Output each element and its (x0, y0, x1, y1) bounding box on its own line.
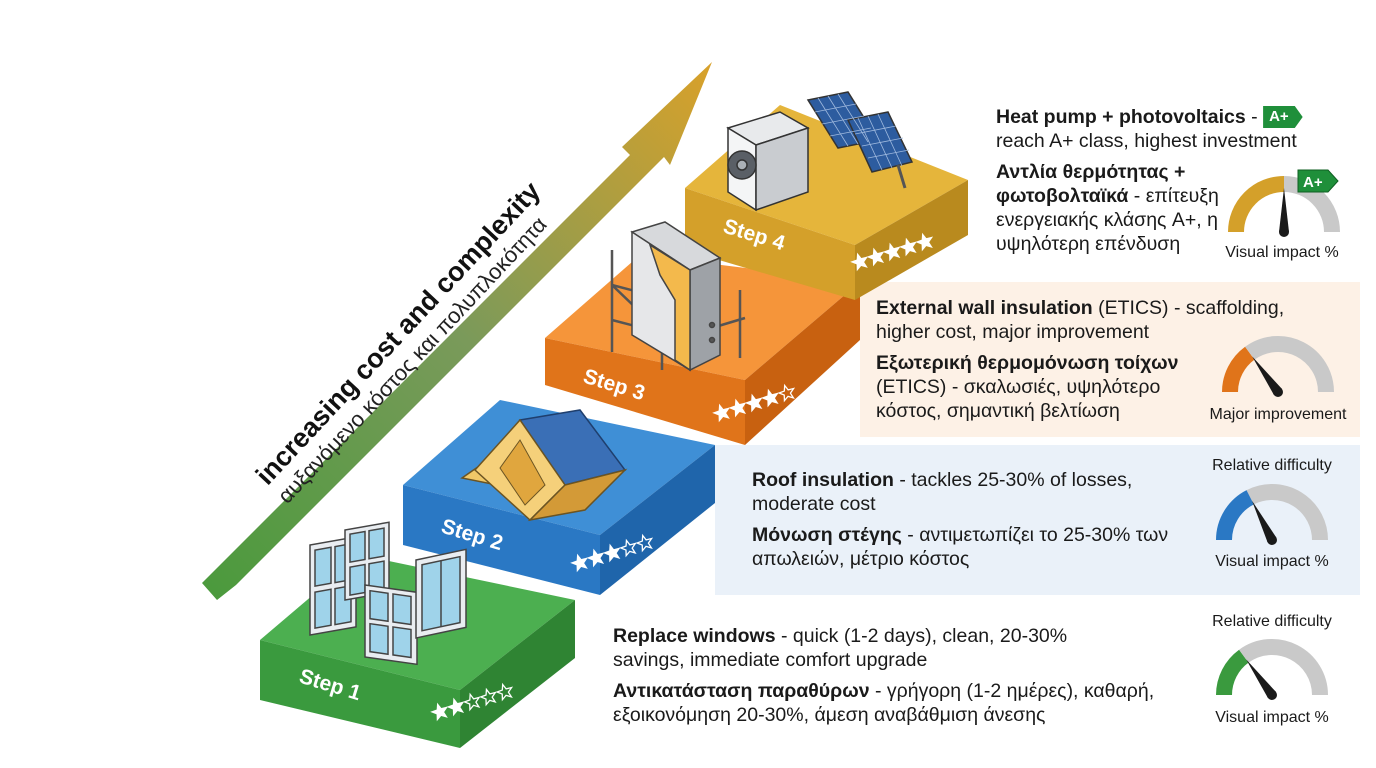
star-empty-icon (462, 692, 481, 712)
step-3-gr-title: Εξωτερική θερμομόνωση τοίχων (876, 352, 1179, 374)
step-4-gauge-bottom-label: Visual impact % (1225, 244, 1339, 261)
step-2-panel-bg (715, 445, 1360, 595)
a-plus-badge-gauge: A+ (1297, 169, 1339, 193)
star-filled-icon (744, 393, 763, 413)
step-4-gr: Αντλία θερμότητας + φωτοβολταϊκά - επίτε… (996, 161, 1219, 255)
star-empty-icon (635, 533, 654, 553)
step-2-gr: Μόνωση στέγης - αντιμετωπίζει το 25-30% … (752, 524, 1169, 570)
step-4-description: Heat pump + photovoltaics - A+reach A+ c… (996, 105, 1336, 263)
step-1-rating-stars (430, 682, 514, 722)
gauge-needle-icon (1246, 659, 1277, 698)
star-filled-icon (760, 388, 779, 408)
step-4-gr-title: Αντλία θερμότητας + φωτοβολταϊκά (996, 161, 1186, 207)
step-1-gauge (1216, 639, 1328, 700)
star-empty-icon (495, 682, 514, 702)
step-2-gauge-bottom-label: Visual impact % (1215, 553, 1329, 570)
gauge-needle-icon (1279, 188, 1289, 232)
gauge-hub (1273, 387, 1283, 397)
gauge-fill-arc (1216, 490, 1255, 541)
star-filled-icon (898, 237, 917, 257)
step-1-gauge-bottom-label: Visual impact % (1215, 709, 1329, 726)
step-2-gauge-top-label: Relative difficulty (1212, 457, 1332, 474)
step-3-gauge-bottom-label: Major improvement (1209, 406, 1347, 423)
step-3-panel-bg (860, 282, 1360, 437)
star-empty-icon (777, 383, 796, 403)
gauge-hub (1279, 227, 1289, 237)
step-3-en-title: External wall insulation (876, 297, 1093, 319)
gauge-hub (1267, 690, 1277, 700)
step-4-rating-stars (850, 232, 934, 272)
gauge-track-arc (1245, 336, 1334, 393)
star-filled-icon (866, 247, 885, 267)
gauge-fill-arc (1222, 346, 1255, 393)
step-4-en-title: Heat pump + photovoltaics (996, 106, 1246, 128)
star-filled-icon (446, 697, 465, 717)
step-1-en-title: Replace windows (613, 625, 776, 647)
windows-illustration (309, 521, 467, 666)
star-filled-icon (602, 543, 621, 563)
step-2-en-title: Roof insulation (752, 469, 894, 491)
star-filled-icon (728, 398, 747, 418)
step-3-gauge (1222, 336, 1334, 397)
step-4-en: Heat pump + photovoltaics - A+reach A+ c… (996, 105, 1336, 153)
step-1-gr: Αντικατάσταση παραθύρων - γρήγορη (1-2 η… (613, 680, 1155, 726)
wall-insulation-illustration (610, 221, 746, 372)
gauge-needle-icon (1252, 500, 1277, 543)
step-2-gr-title: Μόνωση στέγης (752, 524, 902, 546)
step-2-en: Roof insulation - tackles 25-30% of loss… (752, 469, 1133, 515)
step-3-gr: Εξωτερική θερμομόνωση τοίχων (ETICS) - σ… (876, 352, 1179, 422)
a-plus-badge: A+ (1263, 106, 1303, 128)
star-filled-icon (586, 548, 605, 568)
gauge-track-arc (1246, 484, 1328, 541)
gauge-track-arc (1283, 176, 1340, 233)
star-filled-icon (430, 702, 449, 722)
step-1-gr-title: Αντικατάσταση παραθύρων (613, 680, 870, 702)
star-empty-icon (478, 687, 497, 707)
heat-pump-pv-illustration (726, 91, 914, 212)
gauge-fill-arc (1228, 176, 1285, 233)
star-filled-icon (882, 242, 901, 262)
step-1-gauge-top-label: Relative difficulty (1212, 613, 1332, 630)
step-3-description: External wall insulation (ETICS) - scaff… (876, 296, 1316, 430)
step-4-gauge (1228, 176, 1340, 237)
star-filled-icon (712, 403, 731, 423)
step-2-gauge (1216, 484, 1328, 545)
step-2-rating-stars (570, 533, 654, 573)
gauge-fill-arc (1216, 649, 1249, 696)
cost-complexity-arrow (202, 62, 712, 600)
roof-illustration (460, 409, 628, 522)
star-filled-icon (570, 553, 589, 573)
star-filled-icon (850, 252, 869, 272)
svg-text:A+: A+ (1303, 174, 1323, 191)
step-3-rating-stars (712, 383, 796, 423)
step-1-en: Replace windows - quick (1-2 days), clea… (613, 625, 1068, 671)
step-2-description: Roof insulation - tackles 25-30% of loss… (752, 468, 1172, 578)
step-1-description: Replace windows - quick (1-2 days), clea… (613, 624, 1193, 734)
step-3-en: External wall insulation (ETICS) - scaff… (876, 297, 1285, 343)
gauge-hub (1267, 535, 1277, 545)
star-filled-icon (915, 232, 934, 252)
gauge-track-arc (1239, 639, 1328, 696)
star-empty-icon (618, 538, 637, 558)
gauge-needle-icon (1252, 356, 1283, 395)
